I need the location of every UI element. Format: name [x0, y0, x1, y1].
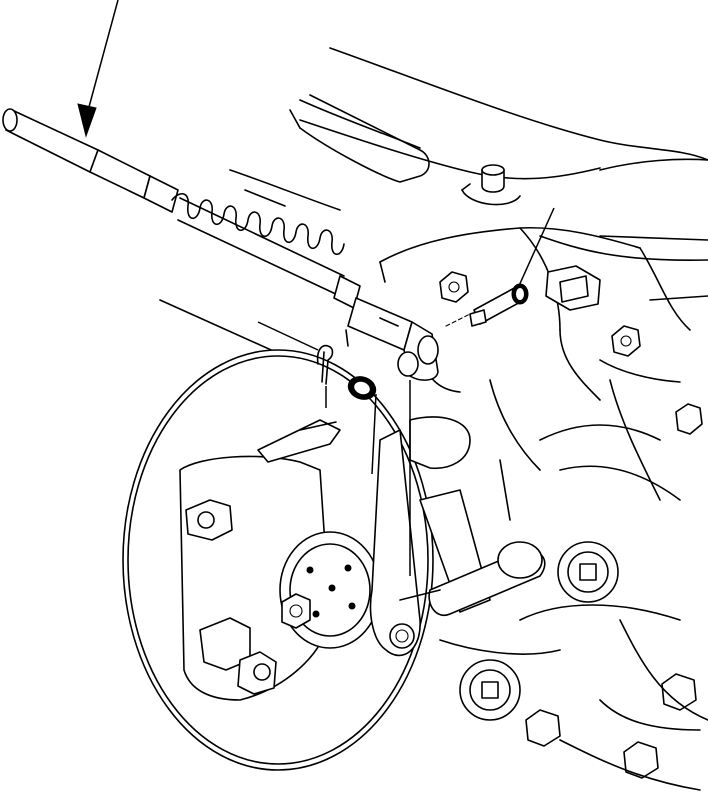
washer-leader — [371, 393, 377, 475]
lower-bolt — [623, 741, 659, 779]
brake-hub — [279, 531, 381, 649]
transmission-housing — [159, 47, 708, 521]
hub-bolt — [281, 593, 311, 629]
cotter-pin — [316, 344, 334, 385]
cable-end-arrow — [77, 0, 119, 138]
brake-lever — [369, 429, 421, 657]
clevis-pin — [445, 283, 529, 327]
mount-bolt — [611, 325, 641, 357]
collar-nut — [557, 541, 619, 603]
side-bracket — [545, 265, 601, 311]
brake-cable — [2, 108, 361, 309]
lower-bolt — [661, 673, 697, 711]
mount-bolt — [439, 271, 469, 303]
top-bolt — [461, 164, 521, 206]
lower-bolt — [525, 709, 561, 747]
cotter-pin-leader — [257, 321, 319, 351]
washer — [347, 376, 377, 400]
actuator-arm — [257, 416, 546, 617]
lower-housing — [439, 604, 708, 791]
lower-nut — [459, 659, 521, 721]
brake-caliper — [179, 455, 331, 701]
mount-bolt — [675, 403, 703, 435]
cable-clevis — [345, 297, 439, 381]
pin-leader — [517, 207, 555, 289]
